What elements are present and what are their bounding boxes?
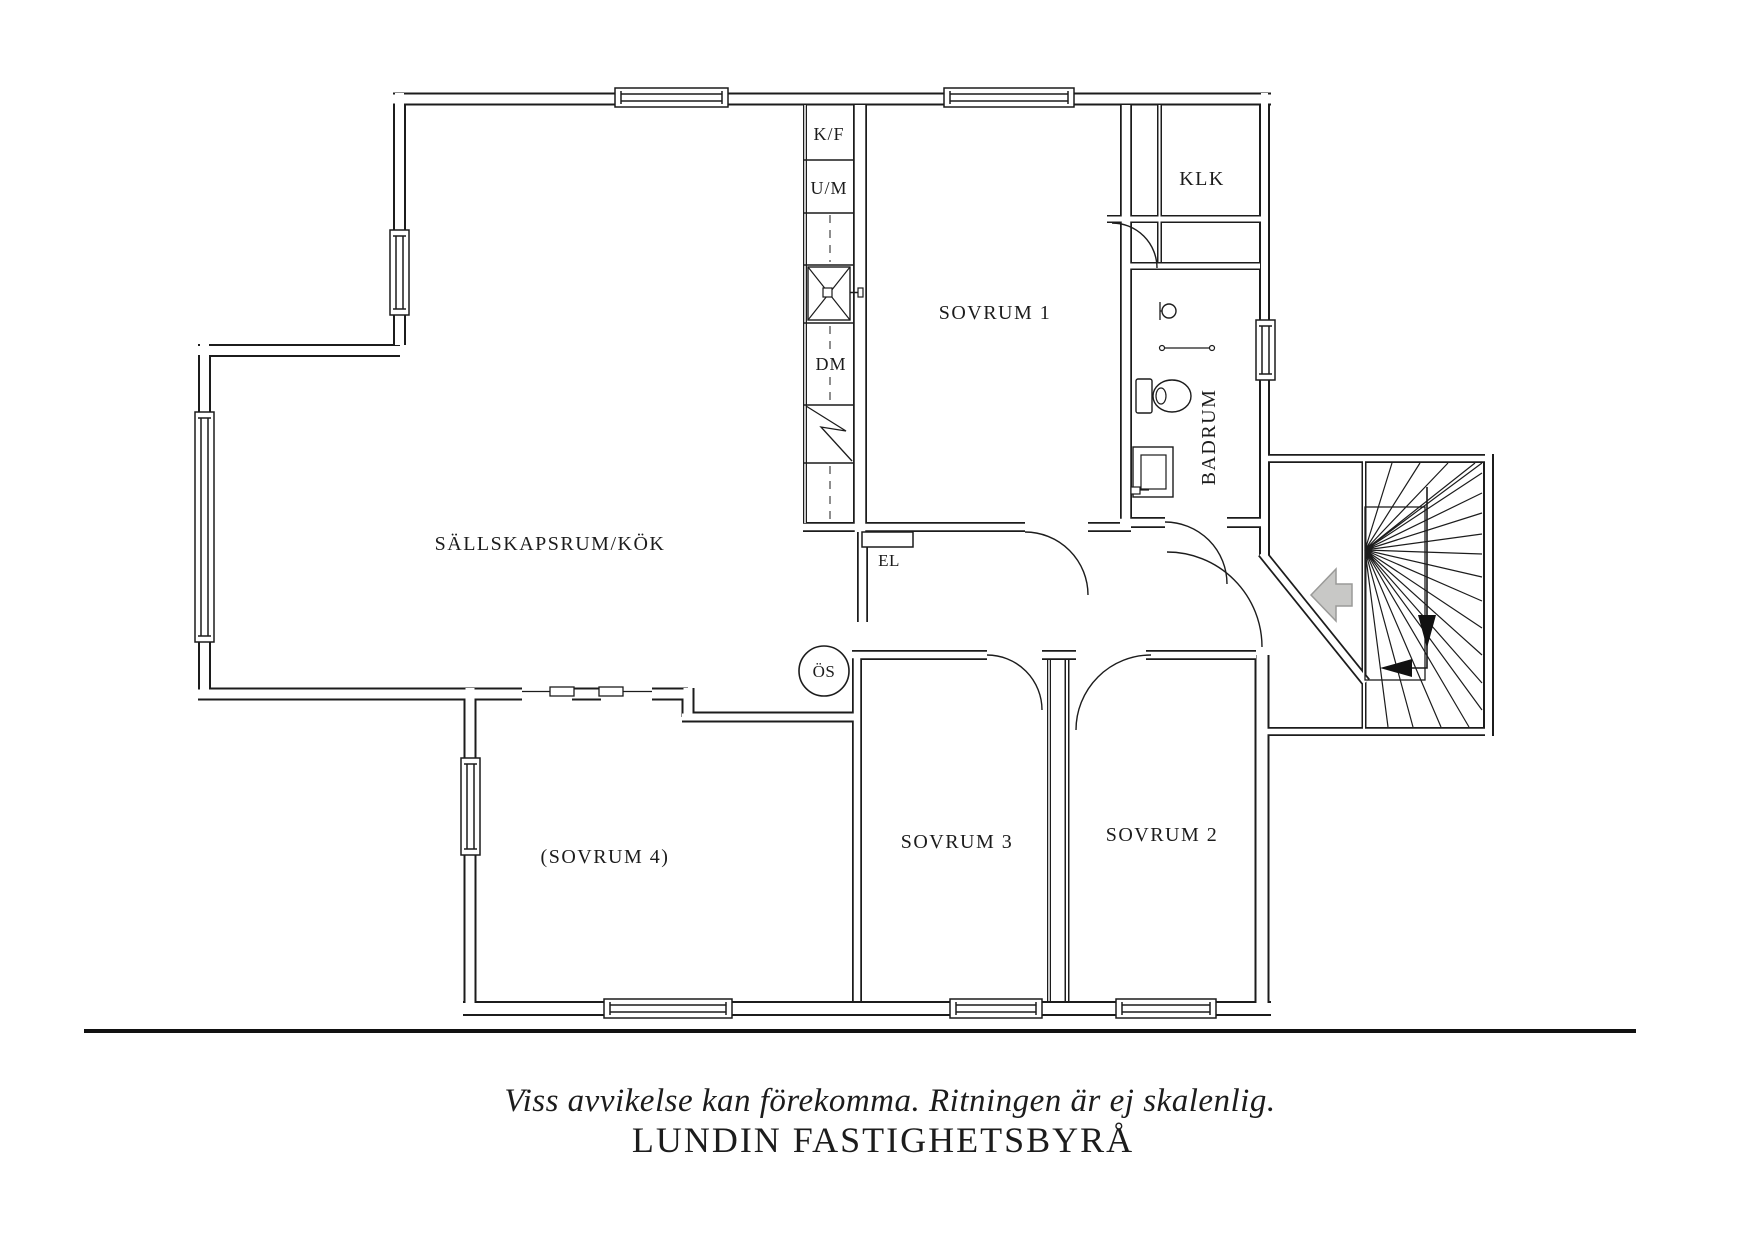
- room-label-badrum: BADRUM: [1198, 389, 1220, 486]
- windows: [194, 87, 1276, 1019]
- sliding-door-panel: [598, 686, 624, 697]
- doors: [986, 222, 1263, 731]
- footer-disclaimer: Viss avvikelse kan förekomma. Ritningen …: [504, 1083, 1275, 1119]
- kitchen-fixtures: [803, 159, 864, 519]
- sliding-door-panel: [549, 686, 575, 697]
- room-label-sovrum4: (SOVRUM 4): [541, 846, 670, 868]
- door-arc-hall: [1166, 551, 1263, 648]
- window: [389, 229, 410, 316]
- corner-cabinet-icon: [805, 405, 853, 462]
- door-arc-sovrum2: [1075, 654, 1152, 731]
- window: [614, 87, 729, 108]
- appliance-label-um: U/M: [810, 178, 847, 198]
- window: [1115, 998, 1217, 1019]
- towel-rail-icon: [1158, 344, 1216, 352]
- door-arc-sovrum3: [986, 654, 1043, 711]
- walkline-arrow-left-icon: [1380, 659, 1412, 677]
- window: [194, 411, 215, 643]
- room-label-sovrum1: SOVRUM 1: [939, 302, 1052, 324]
- window: [949, 998, 1043, 1019]
- appliance-label-kf: K/F: [813, 124, 844, 144]
- walkline-arrow-down-icon: [1418, 615, 1436, 648]
- door-arc-klk: [1111, 222, 1158, 269]
- footer-brand: LUNDIN FASTIGHETSBYRÅ: [632, 1120, 1134, 1160]
- shower-icon: [1159, 302, 1177, 320]
- toilet-icon: [1135, 378, 1192, 414]
- staircase: [1364, 462, 1483, 728]
- bathroom-fixtures: [1130, 302, 1216, 498]
- footer-divider: [84, 1029, 1636, 1033]
- fireplace-label: ÖS: [813, 662, 836, 681]
- entrance-arrow-icon: [1309, 567, 1353, 623]
- window: [460, 757, 481, 856]
- window: [943, 87, 1075, 108]
- bathroom-sink-icon: [1130, 446, 1174, 498]
- room-labels: SÄLLSKAPSRUM/KÖK SOVRUM 1 KLK BADRUM SOV…: [435, 124, 1225, 868]
- stairwell-void: [1364, 506, 1426, 681]
- room-label-sovrum3: SOVRUM 3: [901, 831, 1014, 853]
- fireplace: ÖS: [798, 645, 850, 697]
- sliding-doors: [522, 686, 652, 697]
- appliance-label-dm: DM: [815, 354, 846, 374]
- el-closet: [861, 531, 914, 548]
- appliance-label-el: EL: [878, 551, 900, 570]
- room-label-sovrum2: SOVRUM 2: [1106, 824, 1219, 846]
- room-label-sallskapsrum: SÄLLSKAPSRUM/KÖK: [435, 532, 666, 555]
- room-label-klk: KLK: [1179, 168, 1225, 190]
- kitchen-sink-icon: [807, 266, 864, 321]
- window: [603, 998, 733, 1019]
- window: [1255, 319, 1276, 381]
- door-arc-sovrum1: [1024, 531, 1089, 596]
